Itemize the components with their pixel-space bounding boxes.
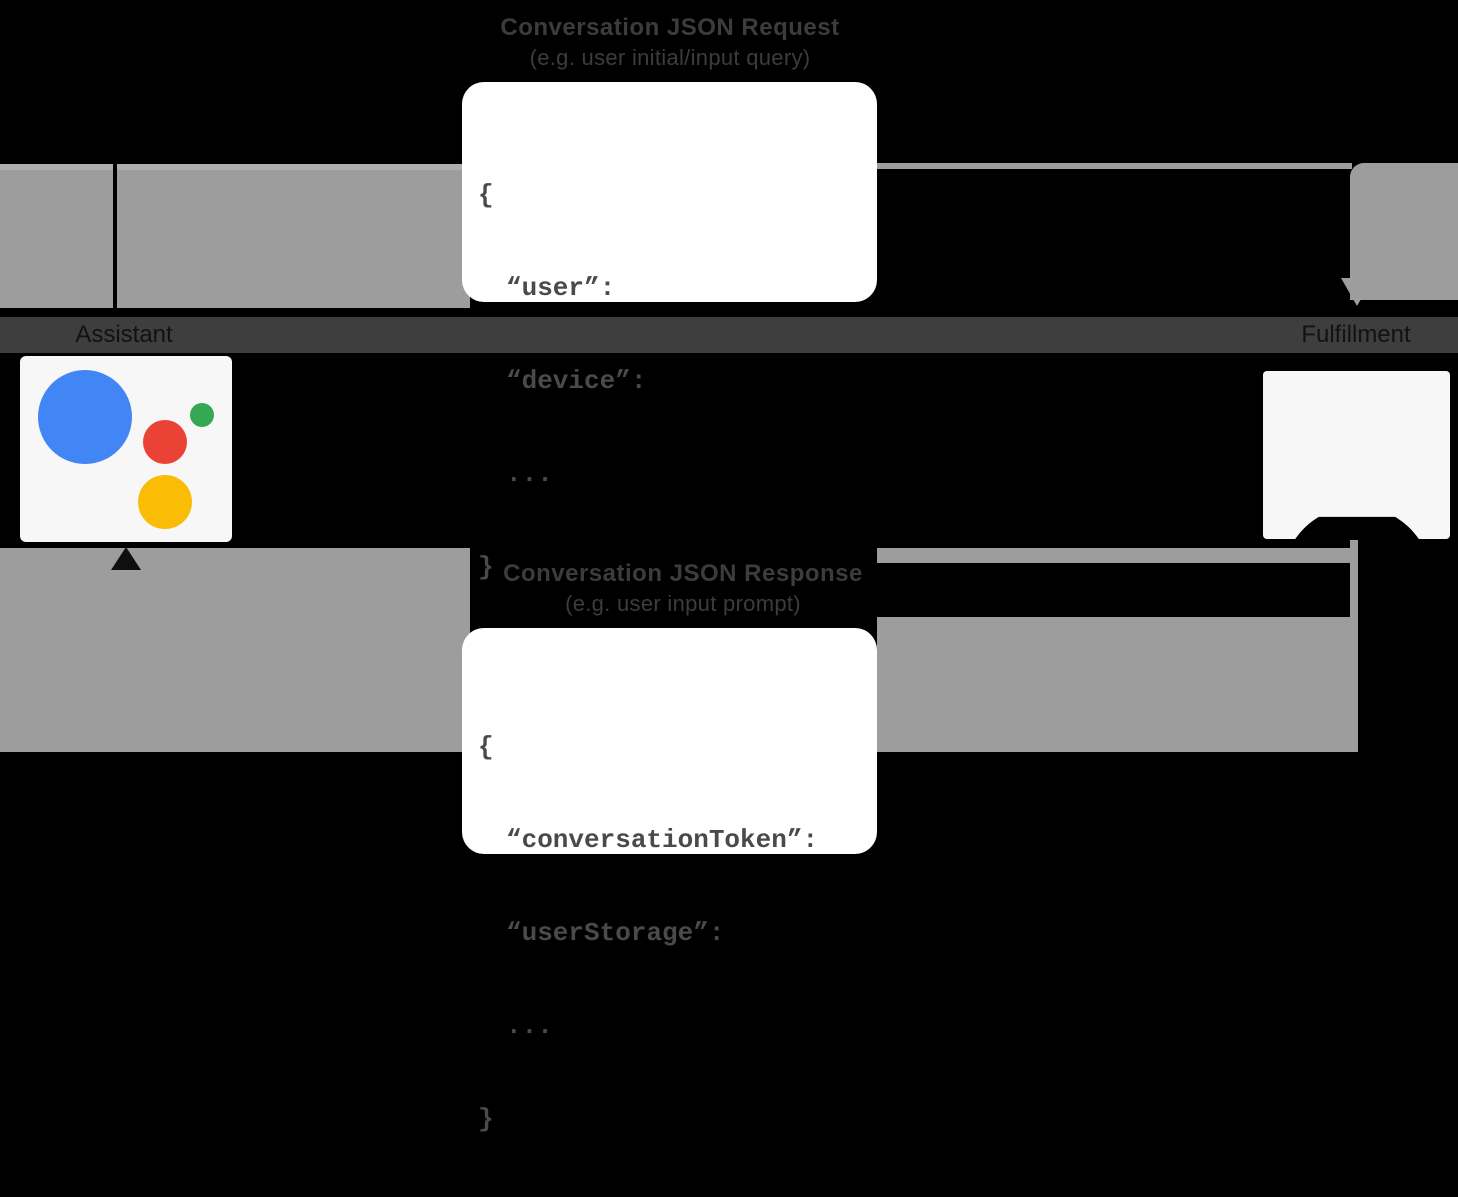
- assistant-label: Assistant: [75, 321, 173, 348]
- response-json-card: { “conversationToken”: “userStorage”: ..…: [462, 628, 877, 1134]
- request-arrow-line-gap: [113, 164, 117, 308]
- request-arrowhead-icon: [1341, 278, 1373, 306]
- fulfillment-label: Fulfillment: [1301, 321, 1411, 348]
- response-arrow-left-band: [0, 548, 470, 752]
- assistant-blue-circle: [38, 370, 132, 464]
- response-label-subtitle: (e.g. user input prompt): [565, 591, 801, 616]
- request-label-title: Conversation JSON Request: [500, 14, 840, 41]
- node-label-band: Assistant Fulfillment: [0, 317, 1458, 353]
- code-line: {: [478, 180, 494, 210]
- code-line: }: [478, 552, 494, 582]
- response-arrowhead-icon: [111, 547, 141, 570]
- assistant-yellow-circle: [138, 475, 192, 529]
- google-cloud-icon: [1294, 422, 1419, 540]
- response-arrow-right-band: [877, 617, 1356, 752]
- code-line: “device”:: [506, 366, 647, 396]
- assistant-card: [20, 356, 232, 542]
- code-line: “userStorage”:: [506, 918, 725, 948]
- code-line: }: [478, 1104, 494, 1134]
- request-json-card: { “user”: “device”: ... }: [462, 82, 877, 582]
- request-label-subtitle: (e.g. user initial/input query): [529, 45, 811, 70]
- code-line: “conversationToken”:: [506, 825, 819, 855]
- assistant-red-circle: [143, 420, 187, 464]
- fulfillment-card: [1263, 371, 1450, 540]
- response-arrow-vertical-line: [1350, 539, 1358, 752]
- request-arrow-top-line: [874, 163, 1352, 169]
- code-line: “user”:: [506, 273, 616, 303]
- response-arrow-top-line: [877, 548, 1356, 563]
- code-line: ...: [506, 1011, 553, 1041]
- google-assistant-icon: [20, 356, 232, 542]
- request-arrow-left-band-highlight: [0, 164, 470, 170]
- request-arrow-left-band: [0, 164, 470, 308]
- code-line: ...: [506, 459, 553, 489]
- response-label-title: Conversation JSON Response: [503, 560, 863, 587]
- code-line: {: [478, 732, 494, 762]
- conversation-webhook-diagram: { "request": { "label_line1": "Conversat…: [0, 14, 1458, 1134]
- assistant-green-circle: [190, 403, 214, 427]
- request-arrow-right-band: [1350, 163, 1458, 300]
